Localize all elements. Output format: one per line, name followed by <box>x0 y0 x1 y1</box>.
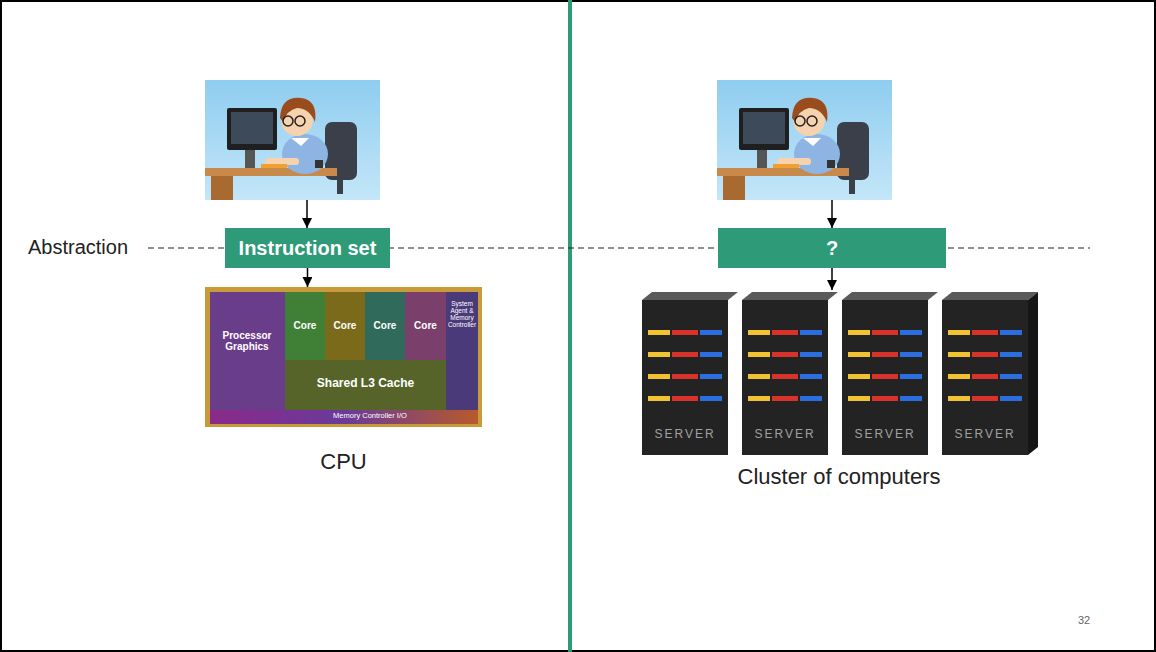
arrow <box>306 200 308 228</box>
page-number: 32 <box>1066 614 1102 626</box>
die-region-label: Core <box>405 320 446 331</box>
abstraction-box: Instruction set <box>225 228 391 268</box>
connector-arrow <box>831 268 833 290</box>
connector-arrow <box>307 268 309 287</box>
server-label: SERVER <box>942 428 1028 441</box>
die-frame <box>205 287 482 427</box>
system-agent-region <box>446 292 478 410</box>
core-region <box>405 292 446 360</box>
axis-label: Abstraction <box>28 236 148 258</box>
server-tower <box>642 292 738 455</box>
figure-caption: Cluster of computers <box>638 464 1040 490</box>
die-region-label: Core <box>365 320 405 331</box>
abstraction-box: ? <box>718 228 946 268</box>
die-region-label: Shared L3 Cache <box>285 377 446 390</box>
panel-divider <box>568 0 572 652</box>
die-region-label: Memory Controller I/O <box>290 412 450 420</box>
cpu-die-illustration <box>205 287 482 427</box>
die-region-label: System Agent & Memory Controller <box>446 300 478 329</box>
box-text: ? <box>826 237 838 260</box>
core-region <box>365 292 405 360</box>
box-text: Instruction set <box>239 237 377 260</box>
server-label: SERVER <box>842 428 928 441</box>
die-region-label: Core <box>285 320 325 331</box>
cluster-figure: Cluster of computers <box>638 290 1040 490</box>
server-tower <box>942 292 1038 455</box>
core-region <box>285 292 325 360</box>
core-region <box>325 292 365 360</box>
server-label: SERVER <box>742 428 828 441</box>
programmer-illustration <box>205 80 380 200</box>
cache-region <box>285 360 446 410</box>
programmer-illustration <box>717 80 892 200</box>
server-cluster-illustration <box>642 292 1038 455</box>
figure-caption: CPU <box>205 449 482 475</box>
server-label: SERVER <box>642 428 728 441</box>
graphics-region <box>210 292 285 410</box>
server-tower <box>842 292 938 455</box>
die-region-label: Processor Graphics <box>212 330 282 352</box>
arrow <box>831 200 833 228</box>
server-tower <box>742 292 838 455</box>
io-strip <box>210 410 478 424</box>
die-region-label: Core <box>325 320 365 331</box>
